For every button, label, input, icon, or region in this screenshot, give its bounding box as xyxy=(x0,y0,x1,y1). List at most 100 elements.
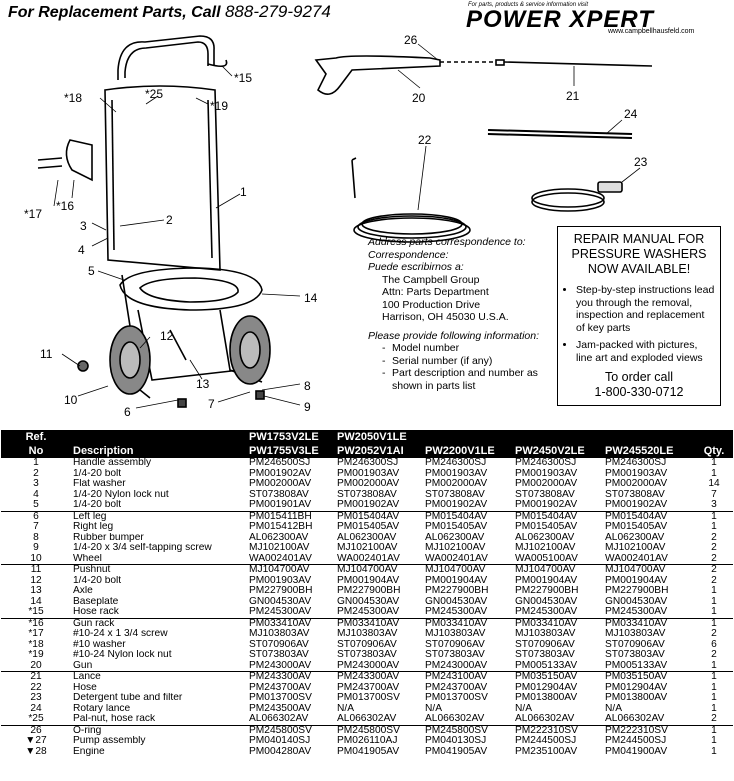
repair-title-3: NOW AVAILABLE! xyxy=(587,262,691,276)
part-cell-model-4: PM246300SJ xyxy=(515,458,577,468)
ref-cell: 6 xyxy=(1,510,71,522)
description-cell: Wheel xyxy=(73,553,102,564)
description-cell: 1/4-20 bolt xyxy=(73,575,122,586)
spray-gun-drawing xyxy=(314,55,441,95)
part-cell-model-1: PM243500AV xyxy=(249,703,312,714)
part-cell-model-5: PM033410AV xyxy=(603,617,695,629)
qty-cell: 1 xyxy=(711,596,717,607)
gun-rack-drawing xyxy=(65,139,93,182)
part-cell-model-5: GN004530AV xyxy=(605,596,668,607)
callout-16: *16 xyxy=(56,199,74,213)
part-cell-model-3: AL062300AV xyxy=(425,532,485,543)
address-block: Address parts correspondence to: Corresp… xyxy=(368,236,552,392)
callout-18: *18 xyxy=(64,91,82,105)
part-cell-model-2: PM026110AJ xyxy=(337,736,398,746)
callout-14: 14 xyxy=(304,291,318,305)
header-model-4: PW2450V2LE xyxy=(513,444,603,458)
part-cell-model-4: PM012904AV xyxy=(515,682,578,693)
qty-cell: 1 xyxy=(711,746,717,757)
order-phone[interactable]: 1-800-330-0712 xyxy=(594,385,684,399)
part-cell-model-1: ST073808AV xyxy=(249,489,309,500)
qty-cell: 1 xyxy=(711,522,717,532)
part-cell-model-1: PM040140SJ xyxy=(249,736,311,746)
part-cell-model-1: PM015411BH xyxy=(247,510,335,522)
header-description: Description xyxy=(71,444,247,458)
part-cell-model-5: PM013800AV xyxy=(605,693,668,703)
callout-15: *15 xyxy=(234,71,252,85)
repair-title-1: REPAIR MANUAL FOR xyxy=(573,232,705,246)
part-cell-model-1: AL066302AV xyxy=(249,714,309,724)
description-cell: 1/4-20 Nylon lock nut xyxy=(73,489,169,500)
part-cell-model-1: MJ103803AV xyxy=(249,629,310,639)
part-cell-model-2: AL062300AV xyxy=(337,532,397,543)
qty-cell: 14 xyxy=(708,479,720,489)
qty-cell: 2 xyxy=(711,629,717,639)
part-cell-model-3: PM002000AV xyxy=(425,479,488,489)
qty-cell: 1 xyxy=(695,510,733,522)
part-cell-model-1: ST070906AV xyxy=(249,639,309,650)
part-cell-model-3: PM015404AV xyxy=(423,510,513,522)
info-item: Model number xyxy=(382,342,552,355)
part-cell-model-2: PM227900BH xyxy=(337,586,401,596)
callout-5: 5 xyxy=(88,264,95,278)
part-cell-model-1: WA002401AV xyxy=(249,553,312,564)
part-cell-model-3: MJ102100AV xyxy=(425,543,486,553)
description-cell: Pushnut xyxy=(71,564,247,576)
ref-cell: ▼27 xyxy=(25,736,47,746)
ref-cell: *16 xyxy=(1,617,71,629)
part-cell-model-5: PM041900AV xyxy=(605,746,668,757)
description-cell: #10-24 x 1 3/4 screw xyxy=(73,629,168,639)
part-cell-model-1: PM015412BH xyxy=(249,522,313,532)
callout-10: 10 xyxy=(64,393,78,407)
part-cell-model-5: PM246300SJ xyxy=(605,458,667,468)
ref-cell: 21 xyxy=(1,671,71,683)
description-cell: Pump assembly xyxy=(73,736,146,746)
callout-23: 23 xyxy=(634,155,648,169)
header-ref: Ref. xyxy=(1,430,71,444)
part-cell-model-3: N/A xyxy=(425,703,442,714)
brand-url[interactable]: www.campbellhausfeld.com xyxy=(608,28,695,35)
info-item: Part description and number as shown in … xyxy=(382,367,552,392)
part-cell-model-1: PM243300AV xyxy=(247,671,335,683)
part-cell-model-3: PM245800SV xyxy=(423,724,513,736)
part-cell-model-2: PM033410AV xyxy=(335,617,423,629)
description-cell: #10 washer xyxy=(73,639,126,650)
ref-cell: 1 xyxy=(33,458,39,468)
part-cell-model-4: ST073808AV xyxy=(515,489,575,500)
qty-cell: 1 xyxy=(711,736,717,746)
part-cell-model-1: GN004530AV xyxy=(249,596,312,607)
description-cell: Pal-nut, hose rack xyxy=(73,714,156,724)
part-cell-model-5: MJ103803AV xyxy=(605,629,666,639)
part-cell-model-3: ST073803AV xyxy=(425,650,485,660)
phone-number[interactable]: 888-279-9274 xyxy=(224,2,331,21)
callout-9: 9 xyxy=(304,400,311,414)
part-cell-model-2: PM002000AV xyxy=(337,479,400,489)
part-cell-model-5: AL062300AV xyxy=(605,532,665,543)
repair-bullet: Step-by-step instructions lead you throu… xyxy=(576,284,716,334)
part-cell-model-2: PM243700AV xyxy=(337,682,400,693)
repair-bullets: Step-by-step instructions lead you throu… xyxy=(564,284,716,364)
ref-cell: *17 xyxy=(28,629,44,639)
part-cell-model-3: GN004530AV xyxy=(425,596,488,607)
part-cell-model-2: PM246300SJ xyxy=(337,458,399,468)
callout-20: 20 xyxy=(412,91,426,105)
ref-cell: *25 xyxy=(28,714,44,724)
callout-1: 1 xyxy=(240,185,247,199)
part-cell-model-4: PM001902AV xyxy=(515,500,578,510)
part-cell-model-1: PM001901AV xyxy=(249,500,312,510)
header-model-1b: PW1755V3LE xyxy=(247,444,335,458)
part-cell-model-1: ST073803AV xyxy=(249,650,309,660)
callout-2: 2 xyxy=(166,213,173,227)
part-cell-model-3: PM227900BH xyxy=(425,586,489,596)
part-cell-model-2: PM015405AV xyxy=(337,522,400,532)
ref-cell: 23 xyxy=(30,693,42,703)
part-cell-model-4: WA005100AV xyxy=(515,553,578,564)
